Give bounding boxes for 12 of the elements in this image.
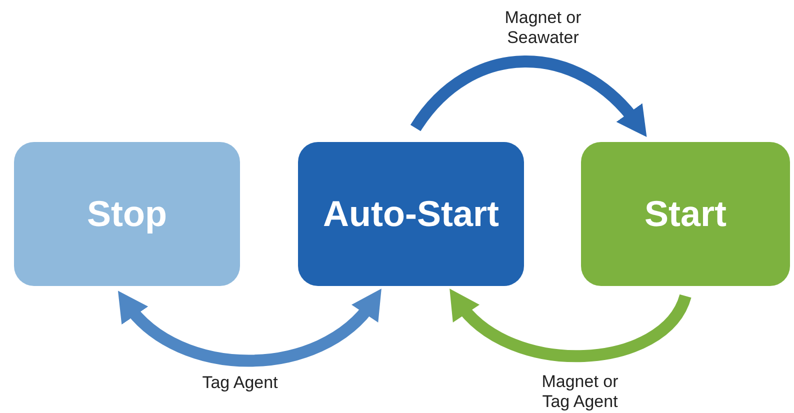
curved-arrow <box>116 290 383 367</box>
state-box <box>298 142 524 286</box>
state-box <box>14 142 240 286</box>
curved-arrow <box>448 290 691 362</box>
edge-label: Magnet or Seawater <box>504 8 582 49</box>
state-label: Auto-Start <box>323 193 499 235</box>
edge-label: Magnet or Tag Agent <box>540 372 620 413</box>
state-box <box>581 142 790 286</box>
curved-arrow <box>410 56 648 136</box>
state-label: Start <box>644 193 727 235</box>
edge-label: Tag Agent <box>201 373 279 394</box>
state-label: Stop <box>87 193 167 235</box>
